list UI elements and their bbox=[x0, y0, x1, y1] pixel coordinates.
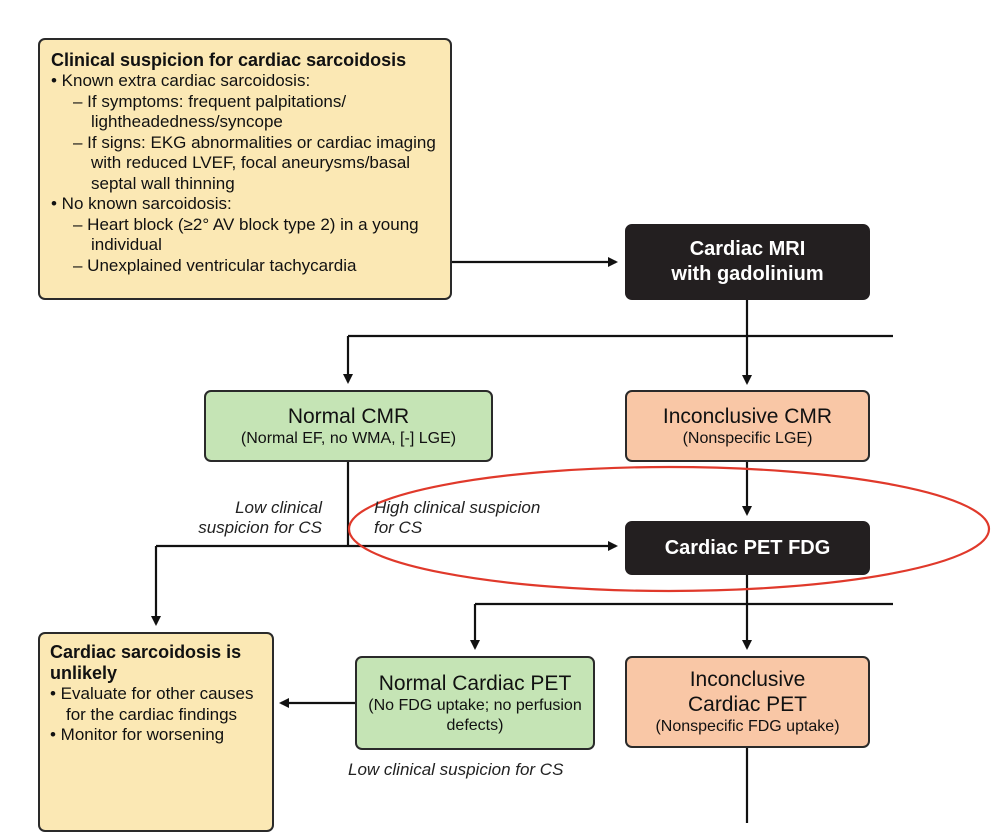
inconclusive-cardiac-pet-title: Inconclusive Cardiac PET bbox=[687, 668, 808, 716]
sarcoidosis-unlikely-title: Cardiac sarcoidosis is unlikely bbox=[50, 642, 242, 683]
normal-cmr-title: Normal CMR bbox=[287, 404, 410, 428]
cardiac-pet-fdg-label: Cardiac PET FDG bbox=[664, 536, 831, 559]
cardiac-pet-fdg-box: Cardiac PET FDG bbox=[625, 521, 870, 575]
normal-cardiac-pet-title: Normal Cardiac PET bbox=[378, 671, 572, 695]
no-known-sarcoidosis-header: • No known sarcoidosis: bbox=[51, 194, 232, 213]
evaluate-other-causes-item: • Evaluate for other causes for the card… bbox=[50, 684, 254, 724]
normal-cardiac-pet-box: Normal Cardiac PET (No FDG uptake; no pe… bbox=[355, 656, 595, 750]
known-sarcoidosis-header: • Known extra cardiac sarcoidosis: bbox=[51, 71, 311, 90]
monitor-worsening-item: • Monitor for worsening bbox=[50, 725, 225, 744]
clinical-suspicion-box: Clinical suspicion for cardiac sarcoidos… bbox=[38, 38, 452, 300]
high-suspicion-label: High clinical suspicion for CS bbox=[374, 498, 541, 537]
clinical-suspicion-title: Clinical suspicion for cardiac sarcoidos… bbox=[51, 50, 407, 70]
normal-cmr-subtitle: (Normal EF, no WMA, [-] LGE) bbox=[240, 429, 457, 447]
sarcoidosis-unlikely-box: Cardiac sarcoidosis is unlikely • Evalua… bbox=[38, 632, 274, 832]
inconclusive-cmr-subtitle: (Nonspecific LGE) bbox=[682, 429, 813, 447]
low-suspicion-bottom-label: Low clinical suspicion for CS bbox=[348, 760, 564, 779]
known-sarcoidosis-signs: – If signs: EKG abnormalities or cardiac… bbox=[73, 132, 436, 193]
known-sarcoidosis-symptoms: – If symptoms: frequent palpitations/ li… bbox=[73, 91, 347, 132]
inconclusive-cardiac-pet-box: Inconclusive Cardiac PET (Nonspecific FD… bbox=[625, 656, 870, 748]
highlight-ellipse bbox=[347, 465, 991, 593]
cardiac-mri-line2: with gadolinium bbox=[671, 263, 824, 285]
normal-cmr-box: Normal CMR (Normal EF, no WMA, [-] LGE) bbox=[204, 390, 493, 462]
low-suspicion-label: Low clinical suspicion for CS bbox=[198, 498, 322, 537]
cardiac-mri-line1: Cardiac MRI bbox=[689, 238, 806, 260]
inconclusive-cardiac-pet-subtitle: (Nonspecific FDG uptake) bbox=[655, 718, 840, 735]
cardiac-mri-box: Cardiac MRI with gadolinium bbox=[625, 224, 870, 300]
normal-cardiac-pet-subtitle: (No FDG uptake; no perfusion defects) bbox=[368, 696, 582, 734]
inconclusive-cmr-title: Inconclusive CMR bbox=[662, 404, 833, 428]
ventricular-tachycardia-item: – Unexplained ventricular tachycardia bbox=[73, 255, 357, 275]
inconclusive-cmr-box: Inconclusive CMR (Nonspecific LGE) bbox=[625, 390, 870, 462]
heart-block-item: – Heart block (≥2° AV block type 2) in a… bbox=[73, 214, 419, 255]
